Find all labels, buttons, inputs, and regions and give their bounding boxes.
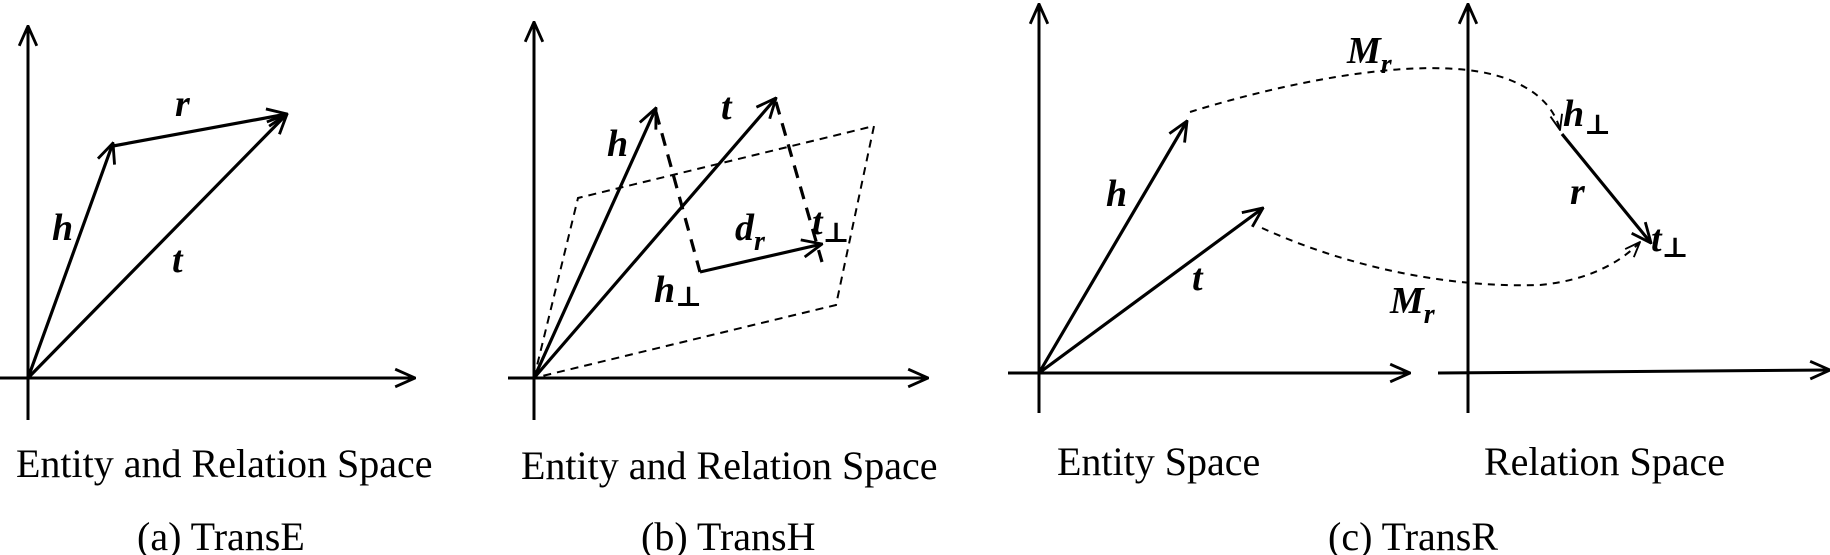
label-r: r	[175, 83, 191, 125]
label-t: t	[1192, 257, 1204, 299]
label-h-perp: h⊥	[1563, 93, 1611, 141]
label-h: h	[1106, 173, 1127, 215]
label-t: t	[721, 86, 733, 128]
vector-t	[26, 114, 287, 380]
vector-r	[1560, 132, 1651, 243]
vector-h	[1037, 121, 1187, 374]
label-h: h	[607, 123, 628, 165]
vector-t	[1038, 208, 1263, 375]
caption-b: (b) TransH	[641, 514, 815, 555]
label-mr-top: Mr	[1346, 30, 1393, 80]
mapping-curve-h	[1189, 67, 1560, 130]
label-h-perp: h⊥	[654, 269, 702, 313]
vector-t	[532, 98, 776, 380]
relation-x-axis	[1437, 370, 1830, 373]
space-label: Entity and Relation Space	[521, 443, 938, 488]
label-t-perp: t⊥	[1651, 218, 1688, 264]
mapping-curve-t	[1261, 227, 1640, 287]
label-h: h	[52, 207, 73, 249]
vector-h	[532, 108, 658, 379]
vector-r	[112, 114, 287, 148]
caption-c: (c) TransR	[1328, 514, 1498, 555]
projection-t	[774, 101, 824, 263]
vector-d-r	[699, 244, 822, 274]
label-t: t	[172, 239, 184, 281]
label-r: r	[1570, 171, 1586, 213]
label-mr-bottom: Mr	[1389, 280, 1436, 330]
label-t-perp: t⊥	[812, 201, 849, 249]
label-d-r: dr	[735, 207, 766, 257]
caption-a: (a) TransE	[137, 514, 305, 555]
panel-transr: h t r h⊥ t⊥ Mr Mr Entity Space Relation …	[1008, 4, 1830, 555]
hyperplane	[532, 124, 876, 380]
panel-transe: h r t Entity and Relation Space (a) Tran…	[0, 26, 433, 555]
space-label: Entity and Relation Space	[16, 441, 433, 486]
projection-h	[654, 111, 702, 273]
vector-h	[26, 143, 113, 379]
panel-transh: h t dr t⊥ h⊥ Entity and Relation Space (…	[508, 22, 938, 555]
relation-space-label: Relation Space	[1484, 439, 1725, 484]
entity-space-label: Entity Space	[1057, 439, 1260, 484]
